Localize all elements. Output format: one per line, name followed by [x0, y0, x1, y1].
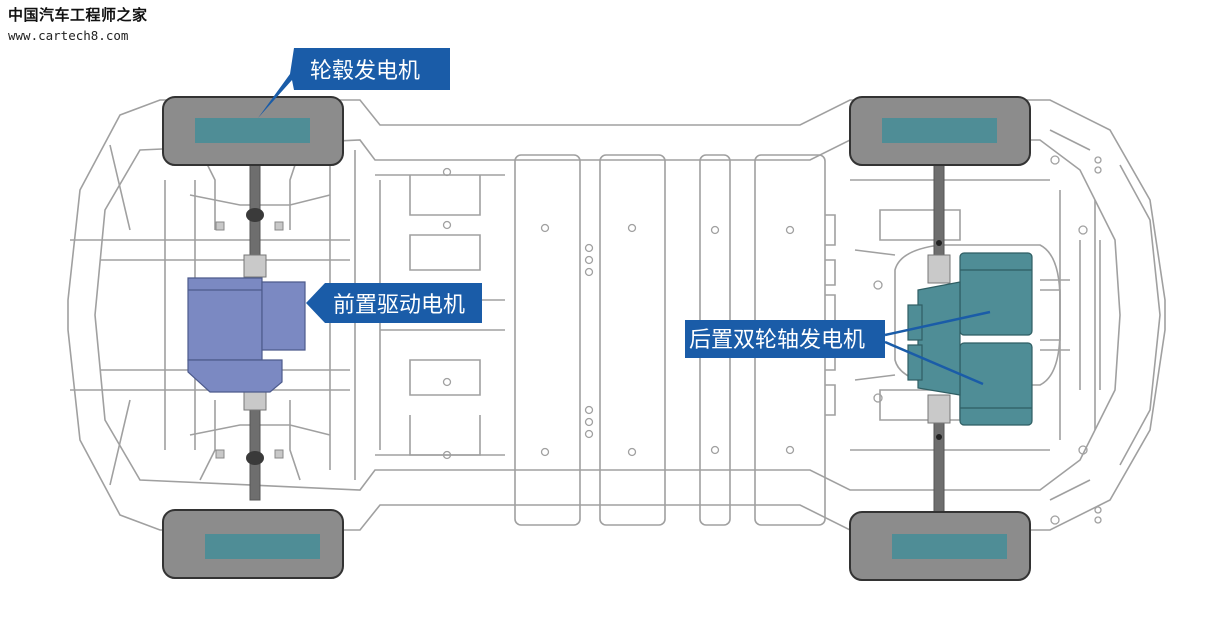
front-left-wheel [162, 96, 344, 166]
label-front-drive-motor: 前置驱动电机 [333, 293, 465, 318]
front-right-wheel [162, 509, 344, 579]
chassis-holes [442, 155, 1102, 525]
rear-axle-generator [907, 252, 1033, 426]
watermark-site-name: 中国汽车工程师之家 [8, 6, 148, 24]
front-drive-motor [187, 277, 306, 393]
front-drive-shafts [215, 164, 284, 501]
callout-hub-generator: 轮毂发电机 [258, 48, 450, 118]
rear-right-wheel [849, 511, 1031, 581]
label-rear-axle-generator: 后置双轮轴发电机 [689, 328, 865, 353]
watermark-url: www.cartech8.com [8, 28, 129, 43]
callout-front-drive-motor: 前置驱动电机 [306, 283, 482, 323]
label-hub-generator: 轮毂发电机 [310, 59, 420, 84]
callout-rear-axle-generator: 后置双轮轴发电机 [685, 310, 991, 386]
rear-left-wheel [849, 96, 1031, 166]
